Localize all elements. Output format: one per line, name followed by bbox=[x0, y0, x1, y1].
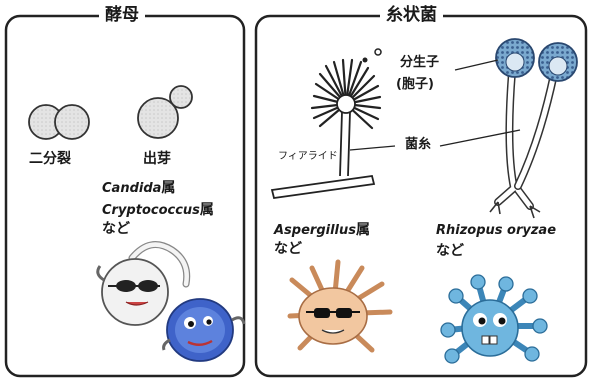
rhizopus-sporangiophore bbox=[490, 39, 577, 218]
candida-genus: Candida bbox=[102, 181, 161, 196]
hypha-label: 菌糸 bbox=[405, 138, 431, 152]
mold-title: 糸状菌 bbox=[380, 6, 443, 25]
budding-label: 出芽 bbox=[143, 152, 171, 167]
spore-label: 分生子 bbox=[400, 56, 439, 70]
rhizopus-mascot bbox=[441, 275, 547, 363]
aspergillus-conidiophore bbox=[272, 49, 381, 198]
aspergillus-suffix: 属 bbox=[356, 222, 370, 238]
cryptococcus-genus: Cryptococcus bbox=[102, 203, 200, 218]
yeast-title: 酵母 bbox=[99, 6, 145, 25]
binary-fission-label: 二分裂 bbox=[29, 152, 71, 167]
spore-paren-label: (胞子) bbox=[396, 78, 434, 92]
cryptococcus-label: Cryptococcus属 bbox=[102, 200, 214, 218]
callout-lines bbox=[350, 60, 520, 150]
phialide-label: フィアライド bbox=[278, 151, 338, 162]
aspergillus-etc-label: など bbox=[274, 242, 302, 257]
aspergillus-genus: Aspergillus bbox=[274, 223, 356, 238]
aspergillus-label: Aspergillus属 bbox=[274, 220, 370, 238]
yeast-etc-label: など bbox=[102, 222, 130, 237]
cryptococcus-suffix: 属 bbox=[200, 202, 214, 218]
yeast-mascot-blue bbox=[164, 299, 244, 361]
aspergillus-mascot bbox=[290, 262, 390, 350]
rhizopus-etc-label: など bbox=[436, 244, 464, 259]
binary-fission-cells bbox=[29, 105, 89, 139]
rhizopus-label: Rhizopus oryzae bbox=[436, 224, 556, 238]
budding-cell bbox=[138, 86, 192, 138]
candida-suffix: 属 bbox=[161, 180, 175, 196]
candida-label: Candida属 bbox=[102, 178, 175, 196]
